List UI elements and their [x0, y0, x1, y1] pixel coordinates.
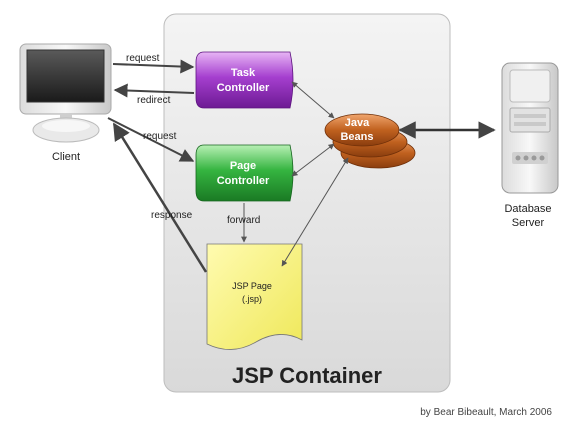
java-beans-label-line1: Java	[345, 117, 370, 129]
edge-label-forward: forward	[227, 215, 260, 226]
edge-jsp-beans	[281, 157, 349, 267]
jsp-page-node: JSP Page (.jsp)	[206, 243, 303, 350]
credit-text: by Bear Bibeault, March 2006	[420, 407, 552, 418]
database-label-line2: Server	[512, 217, 545, 229]
jsp-page-label-line1: JSP Page	[232, 281, 272, 291]
edge-response	[112, 122, 208, 273]
edge-label-request-page: request	[143, 131, 177, 142]
task-controller-label-line1: Task	[231, 67, 256, 79]
page-controller-node: Page Controller	[195, 144, 294, 202]
edge-redirect	[113, 83, 195, 98]
task-controller-node: Task Controller	[195, 51, 294, 109]
edge-label-request-task: request	[126, 53, 160, 64]
edge-request-task	[112, 59, 195, 74]
client-computer-icon	[19, 43, 112, 143]
edge-label-response: response	[151, 210, 193, 221]
edge-label-redirect: redirect	[137, 95, 171, 106]
database-server-icon	[501, 62, 559, 194]
client-label: Client	[52, 151, 80, 163]
task-controller-label-line2: Controller	[217, 82, 270, 94]
edges: request redirect request response forwar…	[107, 53, 496, 273]
page-controller-label-line2: Controller	[217, 175, 270, 187]
page-controller-label-line1: Page	[230, 160, 256, 172]
container-title: JSP Container	[232, 363, 382, 388]
edge-task-beans	[291, 81, 335, 119]
java-beans-label-line2: Beans	[340, 131, 373, 143]
java-beans-node: Java Beans	[324, 113, 416, 169]
database-label-line1: Database	[504, 203, 551, 215]
jsp-page-label-line2: (.jsp)	[242, 294, 262, 304]
